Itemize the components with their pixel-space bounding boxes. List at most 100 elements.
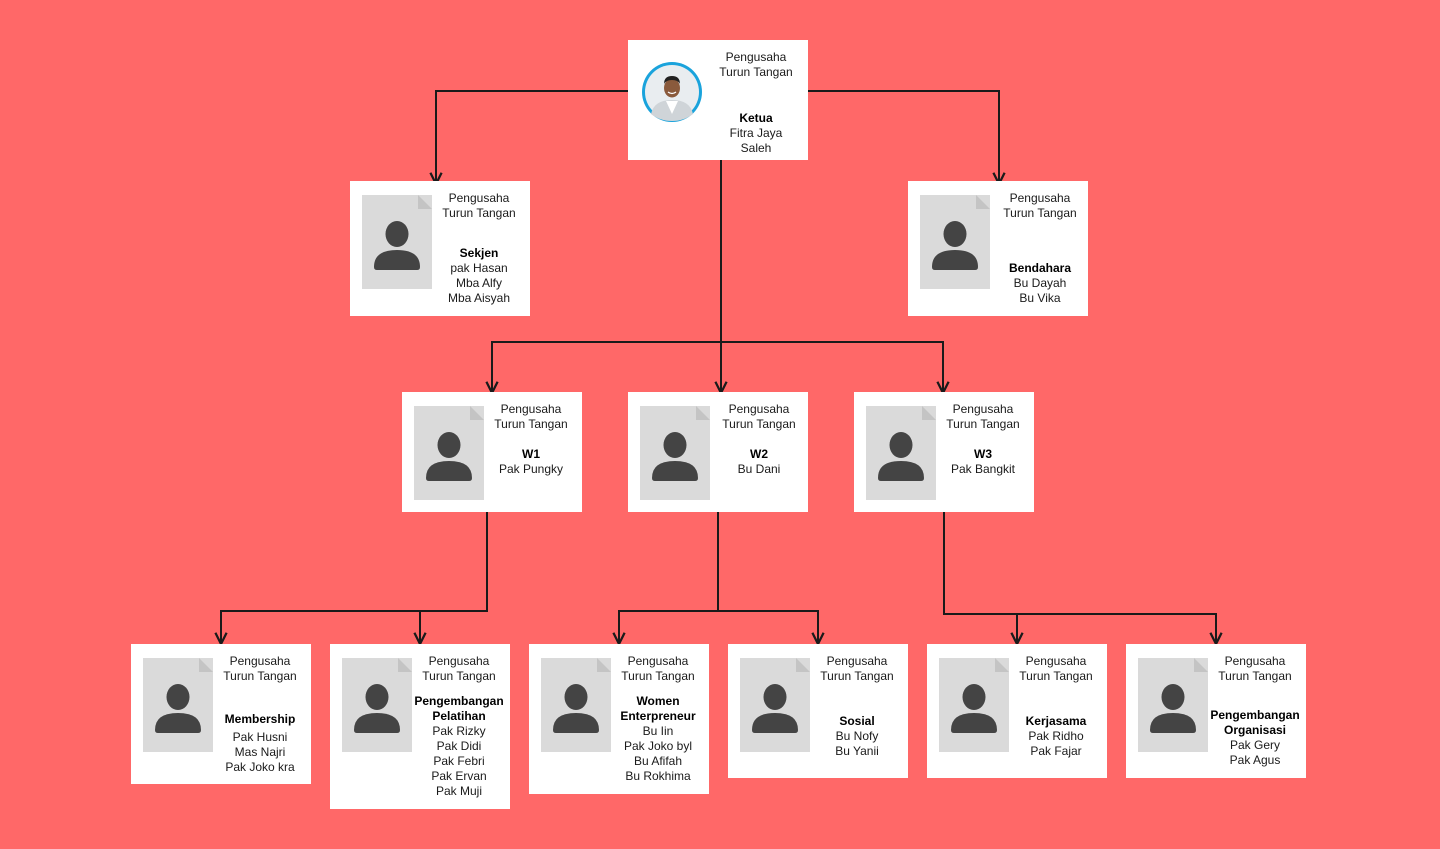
org-name-line: Pengusaha [952,402,1014,416]
org-name-line: Pengusaha [448,191,510,205]
member-name: Bu Afifah [633,754,683,768]
member-name: Bu Rokhima [625,769,691,783]
role-title: Organisasi [1223,723,1287,737]
member-name: Pak Fajar [1030,744,1082,758]
user-placeholder-icon [939,658,1009,752]
org-name-line: Turun Tangan [422,669,496,683]
role-title: W3 [974,447,992,461]
member-name: Pak Febri [433,754,485,768]
role-title: Women [636,694,680,708]
member-name: Bu Dani [737,462,781,476]
member-name: Mas Najri [234,745,286,759]
role-title: Sekjen [459,246,499,260]
role-title: Sosial [839,714,875,728]
user-placeholder-icon [740,658,810,752]
org-name-line: Pengusaha [725,50,787,64]
member-name: Bu Iin [642,724,674,738]
user-placeholder-icon [362,195,432,289]
member-name: Bu Vika [1019,291,1061,305]
user-placeholder-icon [866,406,936,500]
user-placeholder-icon [640,406,710,500]
org-name-line: Pengusaha [826,654,888,668]
spacer [942,432,1024,447]
connector-w3-to-pengembangan-organisasi [1017,613,1216,644]
member-name: Saleh [740,141,772,155]
spacer [490,432,572,447]
spacer [438,221,520,246]
user-placeholder-icon [920,195,990,289]
member-name: Pak Muji [435,784,482,798]
org-name-line: Pengusaha [229,654,291,668]
user-placeholder-icon [1138,658,1208,752]
member-name: Pak Rizky [432,724,486,738]
org-name-line: Turun Tangan [621,669,695,683]
spacer [1015,684,1097,714]
member-name: Pak Gery [1229,738,1280,752]
user-placeholder-icon [414,406,484,500]
role-title: Ketua [739,111,773,125]
member-name: Pak Ervan [431,769,487,783]
member-name: pak Hasan [450,261,508,275]
spacer [1208,684,1302,708]
role-title: Membership [224,712,296,726]
spacer [617,684,699,694]
member-name: Pak Ridho [1028,729,1084,743]
spacer [718,80,794,111]
user-placeholder-icon [342,658,412,752]
org-name-line: Turun Tangan [1019,669,1093,683]
org-name-line: Pengusaha [1025,654,1087,668]
profile-photo [642,62,702,122]
role-title: Pengembangan [414,694,504,708]
member-name: Pak Husni [232,730,288,744]
role-title: Pengembangan [1210,708,1300,722]
org-name-line: Turun Tangan [442,206,516,220]
member-name: Pak Joko kra [225,760,295,774]
user-placeholder-icon [143,658,213,752]
member-name: Fitra Jaya [729,126,783,140]
role-title: Pelatihan [432,709,486,723]
member-name: Bu Nofy [835,729,879,743]
role-title: W2 [750,447,768,461]
member-name: Pak Agus [1229,753,1281,767]
connector-w1-to-membership [221,512,488,644]
member-name: Mba Alfy [455,276,503,290]
role-title: Bendahara [1008,261,1072,275]
member-name: Pak Bangkit [950,462,1016,476]
connector-ketua-to-sekjen [436,90,628,184]
connector-ketua-to-w3 [721,341,943,393]
user-placeholder-icon [541,658,611,752]
spacer [412,684,506,694]
org-name-line: Pengusaha [728,402,790,416]
connector-w2-to-sosial [718,610,818,644]
member-name: Bu Yanii [835,744,879,758]
org-name-line: Turun Tangan [722,417,796,431]
role-title: W1 [522,447,540,461]
org-name-line: Turun Tangan [820,669,894,683]
spacer [718,432,800,447]
org-name-line: Pengusaha [428,654,490,668]
spacer [816,684,898,714]
org-name-line: Turun Tangan [719,65,793,79]
